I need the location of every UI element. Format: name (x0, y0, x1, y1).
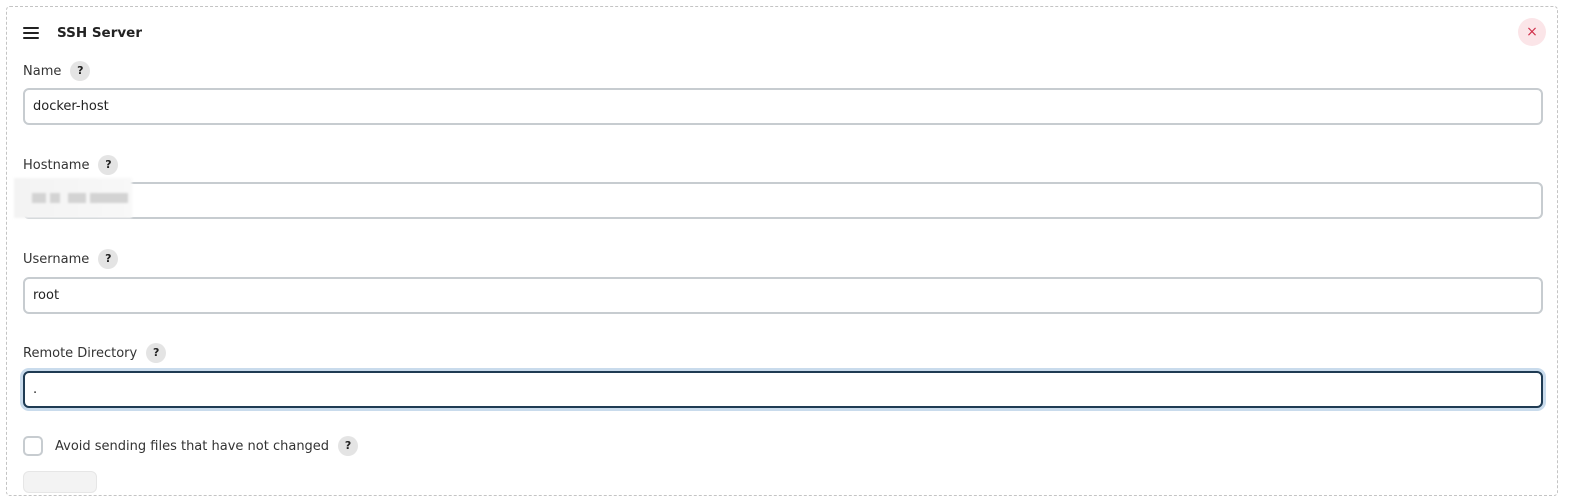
avoid-sending-row: Avoid sending files that have not change… (23, 436, 359, 456)
avoid-sending-checkbox[interactable] (23, 436, 43, 456)
panel-header: SSH Server (23, 21, 142, 45)
hostname-label: Hostname (23, 157, 90, 173)
name-label: Name (23, 63, 62, 79)
username-help-icon[interactable]: ? (98, 249, 119, 269)
panel-title: SSH Server (57, 25, 142, 41)
ssh-server-panel: SSH Server × Name ? Hostname ? Username … (6, 6, 1558, 496)
username-label-row: Username ? (23, 249, 119, 269)
hostname-label-row: Hostname ? (23, 155, 119, 175)
name-input[interactable] (23, 88, 1543, 125)
username-label: Username (23, 251, 90, 267)
advanced-button[interactable] (23, 471, 97, 493)
delete-button[interactable]: × (1518, 18, 1546, 46)
hostname-input[interactable] (23, 182, 1543, 219)
remote-directory-label-row: Remote Directory ? (23, 343, 167, 363)
avoid-sending-label: Avoid sending files that have not change… (55, 438, 330, 454)
avoid-sending-help-icon[interactable]: ? (338, 436, 359, 456)
hostname-help-icon[interactable]: ? (98, 155, 119, 175)
redacted-hostname (14, 178, 132, 218)
remote-directory-label: Remote Directory (23, 345, 138, 361)
remote-directory-help-icon[interactable]: ? (146, 343, 167, 363)
username-input[interactable] (23, 277, 1543, 314)
remote-directory-input[interactable] (23, 371, 1543, 408)
name-help-icon[interactable]: ? (70, 61, 91, 81)
name-label-row: Name ? (23, 61, 91, 81)
drag-handle-icon[interactable] (23, 27, 39, 39)
